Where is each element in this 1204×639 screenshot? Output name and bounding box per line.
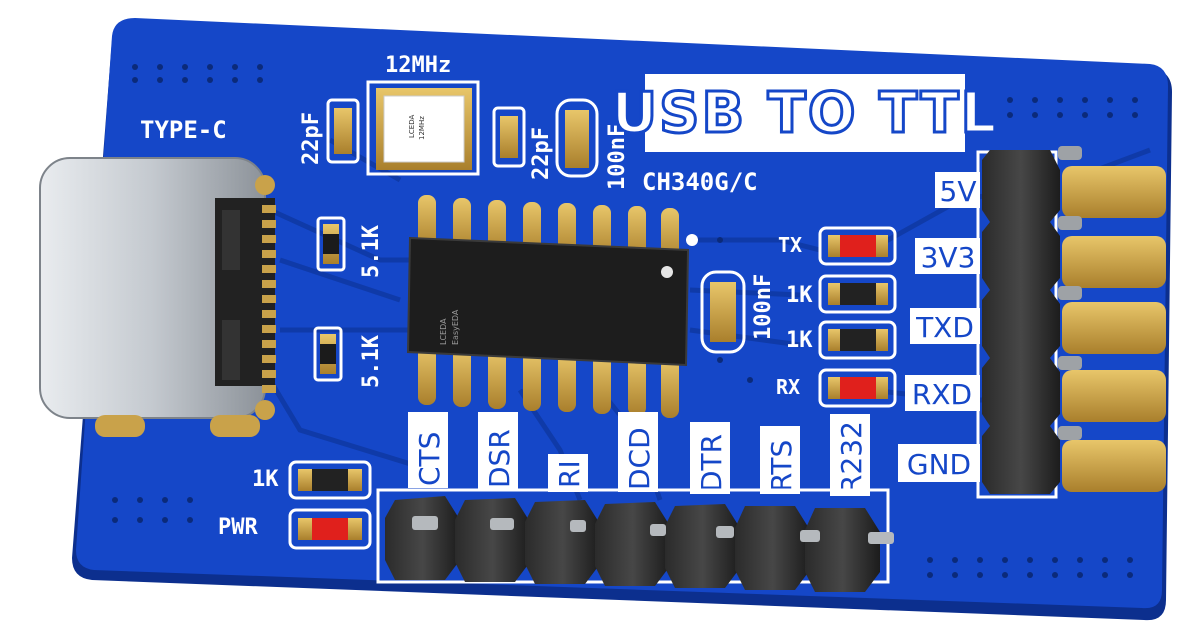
led-tx-label: TX [778,233,802,257]
power-pin-label-boxes [898,172,980,482]
pin-label-3v3: 3V3 [921,241,976,274]
led-pwr [288,508,372,550]
crystal-label: 12MHz [385,53,451,78]
pin-label-ri: RI [553,460,586,488]
crystal-12mhz: LCEDA 12MHz [366,80,480,176]
title-box [645,74,965,152]
led-tx [818,226,897,266]
pin-label-5v: 5V [940,175,977,208]
pin-label-r232: R232 [835,421,868,494]
capacitor-c2 [492,106,526,168]
capacitor-c1 [326,98,360,164]
resistor-tx [818,274,897,314]
pin-label-txd: TXD [915,311,974,344]
resistor-pwr [288,460,372,500]
resistor-cc1 [316,216,346,272]
pin-label-rxd: RXD [912,378,972,411]
board-title: USB TO TTL [612,81,999,146]
cap-c3-label: 100nF [605,124,630,190]
ch340-ic: LCEDA EasyEDA [406,234,698,367]
pin-label-gnd: GND [907,448,971,481]
ic-marking-2: EasyEDA [451,309,460,345]
res-cc2-label: 5.1K [359,334,384,388]
led-pwr-label: PWR [218,515,258,540]
resistor-cc2 [313,326,343,382]
cap-c2-label: 22pF [529,127,554,180]
res-pwr-label: 1K [252,467,279,492]
ic-marking-1: LCEDA [439,318,448,345]
pin-label-dcd: DCD [623,427,656,490]
usb-type-c-connector [39,157,276,437]
connector-label: TYPE-C [140,116,227,144]
crystal-marking-1: LCEDA [408,115,416,138]
pin-label-rts: RTS [765,440,798,492]
res-rx-label: 1K [786,328,813,353]
led-rx-label: RX [776,375,800,399]
cap-c1-label: 22pF [299,112,324,165]
led-rx [818,368,897,408]
power-pin-labels: 5V 3V3 TXD RXD GND [907,175,977,481]
signal-pin-label-boxes [408,412,870,496]
res-cc1-label: 5.1K [359,224,384,278]
signal-pin-labels: CTS DSR RI DCD DTR RTS R232 [413,421,868,494]
capacitor-c3 [555,98,599,178]
ic-pins-bottom [418,345,679,418]
power-header [976,146,1166,499]
pin-label-dtr: DTR [695,434,728,492]
crystal-marking-2: 12MHz [418,116,426,140]
signal-header [376,488,894,592]
resistor-rx [818,320,897,360]
res-tx-label: 1K [786,283,813,308]
chip-label: CH340G/C [642,168,758,196]
cap-c4-label: 100nF [751,274,776,340]
capacitor-c4 [700,270,746,354]
pin-label-cts: CTS [413,432,446,486]
vias [112,64,1138,578]
pin-label-dsr: DSR [483,429,516,488]
